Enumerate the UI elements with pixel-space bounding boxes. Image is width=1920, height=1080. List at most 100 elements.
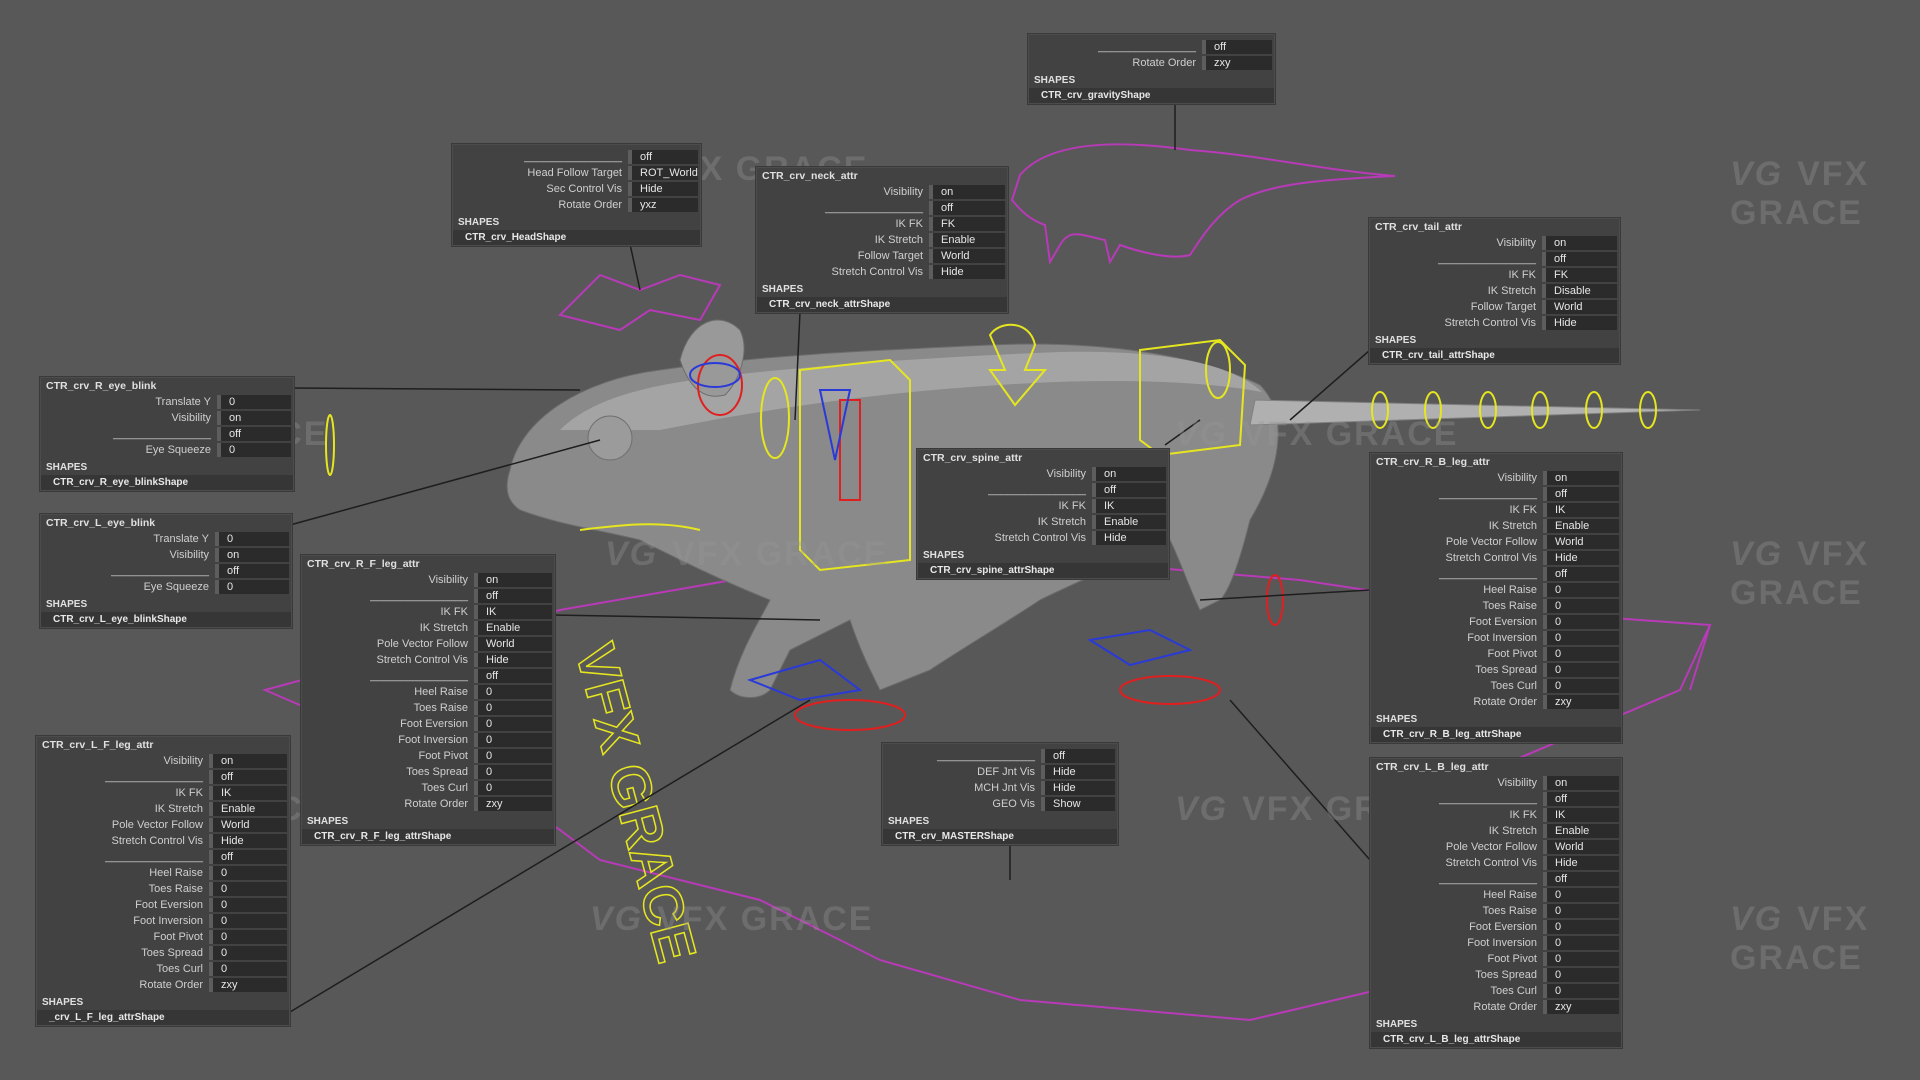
attr-value-field[interactable]: FK [1542,268,1617,282]
shape-node-label[interactable]: CTR_crv_gravityShape [1029,88,1274,103]
yellow-fk-controls[interactable] [325,323,1657,572]
attr-value-field[interactable]: 0 [209,914,287,928]
shape-node-label[interactable]: CTR_crv_L_B_leg_attrShape [1371,1032,1621,1047]
attr-value-field[interactable]: FK [929,217,1005,231]
attr-value-field[interactable]: 0 [1543,984,1619,998]
attr-value-field[interactable]: 0 [474,765,552,779]
attr-value-field[interactable]: 0 [1543,599,1619,613]
attr-value-field[interactable]: zxy [1543,1000,1619,1014]
attr-value-field[interactable]: World [929,249,1005,263]
attr-value-field[interactable]: 0 [1543,647,1619,661]
shape-node-label[interactable]: _crv_L_F_leg_attrShape [37,1010,289,1025]
attr-value-field[interactable]: 0 [215,580,289,594]
attr-value-field[interactable]: on [209,754,287,768]
shape-node-label[interactable]: CTR_crv_HeadShape [453,230,700,245]
attr-value-field[interactable]: 0 [1543,679,1619,693]
attr-value-field[interactable]: on [217,411,291,425]
attr-value-field[interactable]: off [1041,749,1115,763]
attr-row[interactable]: ________________off [1371,871,1621,887]
attr-row[interactable]: ________________off [37,769,289,785]
attr-value-field[interactable]: yxz [628,198,698,212]
attr-value-field[interactable]: off [1543,872,1619,886]
attr-value-field[interactable]: off [474,669,552,683]
attr-value-field[interactable]: World [1543,840,1619,854]
attr-value-field[interactable]: 0 [474,781,552,795]
attr-value-field[interactable]: IK [209,786,287,800]
shape-node-label[interactable]: CTR_crv_MASTERShape [883,829,1117,844]
attr-value-field[interactable]: 0 [1543,904,1619,918]
attr-value-field[interactable]: Hide [1543,551,1619,565]
attr-value-field[interactable]: 0 [474,685,552,699]
attr-value-field[interactable]: off [209,850,287,864]
attr-row[interactable]: ________________off [37,849,289,865]
attr-value-field[interactable]: off [929,201,1005,215]
attr-value-field[interactable]: 0 [209,930,287,944]
attr-value-field[interactable]: off [1543,567,1619,581]
attr-value-field[interactable]: 0 [474,717,552,731]
attr-row[interactable]: ________________off [41,563,291,579]
attr-row[interactable]: ________________off [1029,39,1274,55]
attr-value-field[interactable]: off [217,427,291,441]
shape-node-label[interactable]: CTR_crv_L_eye_blinkShape [41,612,291,627]
attr-value-field[interactable]: 0 [215,532,289,546]
attr-value-field[interactable]: Hide [1092,531,1166,545]
attr-value-field[interactable]: Enable [929,233,1005,247]
attr-value-field[interactable]: Hide [1041,765,1115,779]
attr-value-field[interactable]: World [209,818,287,832]
attr-value-field[interactable]: off [1543,487,1619,501]
attr-value-field[interactable]: 0 [474,749,552,763]
attr-value-field[interactable]: on [1542,236,1617,250]
attr-value-field[interactable]: Hide [1542,316,1617,330]
attr-value-field[interactable]: 0 [209,866,287,880]
attr-value-field[interactable]: 0 [1543,888,1619,902]
attr-value-field[interactable]: 0 [1543,952,1619,966]
shape-node-label[interactable]: CTR_crv_neck_attrShape [757,297,1007,312]
attr-value-field[interactable]: on [1543,471,1619,485]
attr-row[interactable]: ________________off [757,200,1007,216]
attr-value-field[interactable]: on [929,185,1005,199]
attr-value-field[interactable]: 0 [1543,968,1619,982]
attr-value-field[interactable]: 0 [217,443,291,457]
attr-value-field[interactable]: Enable [209,802,287,816]
attr-value-field[interactable]: on [1092,467,1166,481]
attr-value-field[interactable]: 0 [209,898,287,912]
attr-value-field[interactable]: IK [1092,499,1166,513]
blue-controls[interactable] [689,362,1193,702]
attr-value-field[interactable]: 0 [474,733,552,747]
